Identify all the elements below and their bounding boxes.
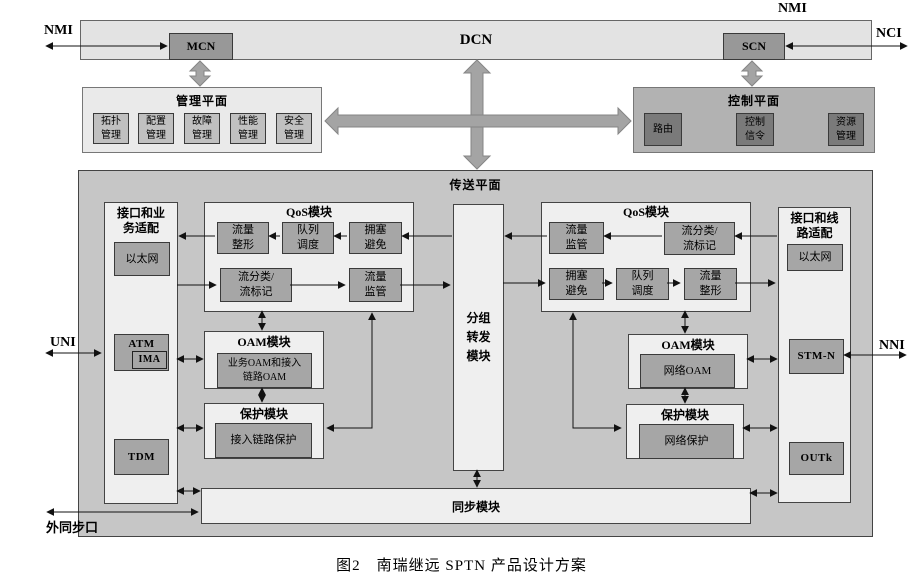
ima-box: IMA [132,351,167,369]
left-adapter-title: 接口和业 务适配 [116,206,165,235]
ext-sync-label: 外同步口 [46,520,99,535]
routing-box: 路由 [644,113,682,146]
management-plane: 管理平面 拓扑 管理 配置 管理 故障 管理 性能 管理 安全 管理 [82,87,322,153]
dcn-transport-thick-arrow [462,59,492,170]
security-mgmt-box: 安全 管理 [276,113,312,144]
outk-box: OUTk [789,442,844,475]
control-plane: 控制平面 路由 控制 信令 资源 管理 [633,87,875,153]
right-adapter-title: 接口和线 路适配 [790,211,839,240]
traffic-policing-right-box: 流量 监管 [549,222,604,254]
flow-classify-left-box: 流分类/ 流标记 [220,268,292,302]
nmi-left-label: NMI [44,23,73,38]
left-adapter: 接口和业 务适配 以太网 ATM IMA TDM [104,202,178,504]
atm-box: ATM IMA [114,334,169,371]
management-plane-title: 管理平面 [175,94,228,108]
nni-label: NNI [879,338,905,353]
ethernet-right-box: 以太网 [787,244,843,271]
access-link-protection-box: 接入链路保护 [215,423,312,458]
mcn-mgmt-thick-arrow [188,60,212,87]
congestion-avoid-left-box: 拥塞 避免 [349,222,402,254]
scn-node: SCN [723,33,785,60]
network-protection-box: 网络保护 [639,424,734,459]
network-oam-box: 网络OAM [640,354,735,388]
config-mgmt-box: 配置 管理 [138,113,174,144]
oam-module-left: OAM模块 业务OAM和接入 链路OAM [204,331,324,389]
stm-n-box: STM-N [789,339,844,374]
figure-caption: 图2 南瑞继远 SPTN 产品设计方案 [336,558,587,574]
flow-classify-right-box: 流分类/ 流标记 [664,222,735,255]
traffic-policing-left-box: 流量 监管 [349,268,402,302]
mcn-node: MCN [169,33,233,60]
nmi-right-label: NMI [778,1,807,16]
oam-module-right: OAM模块 网络OAM [628,334,748,389]
oam-left-title: OAM模块 [237,335,291,349]
traffic-shaping-right-box: 流量 整形 [684,268,737,300]
service-oam-box: 业务OAM和接入 链路OAM [217,353,312,388]
resource-mgmt-box: 资源 管理 [828,113,864,146]
congestion-avoid-right-box: 拥塞 避免 [549,268,604,300]
protect-left-title: 保护模块 [239,407,288,421]
transport-plane: 传送平面 接口和业 务适配 以太网 ATM IMA TDM QoS模块 流量 整… [78,170,873,537]
scn-ctrl-thick-arrow [740,60,764,87]
ethernet-left-box: 以太网 [114,242,170,276]
protection-module-left: 保护模块 接入链路保护 [204,403,324,459]
dcn-bar: DCN MCN SCN [80,20,872,60]
dcn-label: DCN [459,32,493,48]
protect-right-title: 保护模块 [660,408,709,422]
transport-plane-title: 传送平面 [449,178,502,192]
control-signaling-box: 控制 信令 [736,113,774,146]
sync-module: 同步模块 [201,488,751,524]
control-plane-title: 控制平面 [727,94,780,108]
queue-scheduling-right-box: 队列 调度 [616,268,669,300]
atm-label: ATM [128,338,155,350]
qos-right-title: QoS模块 [622,205,669,219]
performance-mgmt-box: 性能 管理 [230,113,266,144]
tdm-box: TDM [114,439,169,475]
protection-module-right: 保护模块 网络保护 [626,404,744,459]
packet-forwarding-module: 分组 转发 模块 [453,204,504,471]
qos-module-left: QoS模块 流量 整形 队列 调度 拥塞 避免 流分类/ 流标记 流量 监管 [204,202,414,312]
qos-module-right: QoS模块 流量 监管 流分类/ 流标记 拥塞 避免 队列 调度 流量 整形 [541,202,751,312]
queue-scheduling-left-box: 队列 调度 [282,222,334,254]
oam-right-title: OAM模块 [661,338,715,352]
traffic-shaping-left-box: 流量 整形 [217,222,269,254]
nci-label: NCI [876,26,902,41]
mgmt-ctrl-thick-arrow [324,106,632,136]
fault-mgmt-box: 故障 管理 [184,113,220,144]
uni-label: UNI [50,335,76,350]
qos-left-title: QoS模块 [285,205,332,219]
right-adapter: 接口和线 路适配 以太网 STM-N OUTk [778,207,851,503]
topology-mgmt-box: 拓扑 管理 [93,113,129,144]
